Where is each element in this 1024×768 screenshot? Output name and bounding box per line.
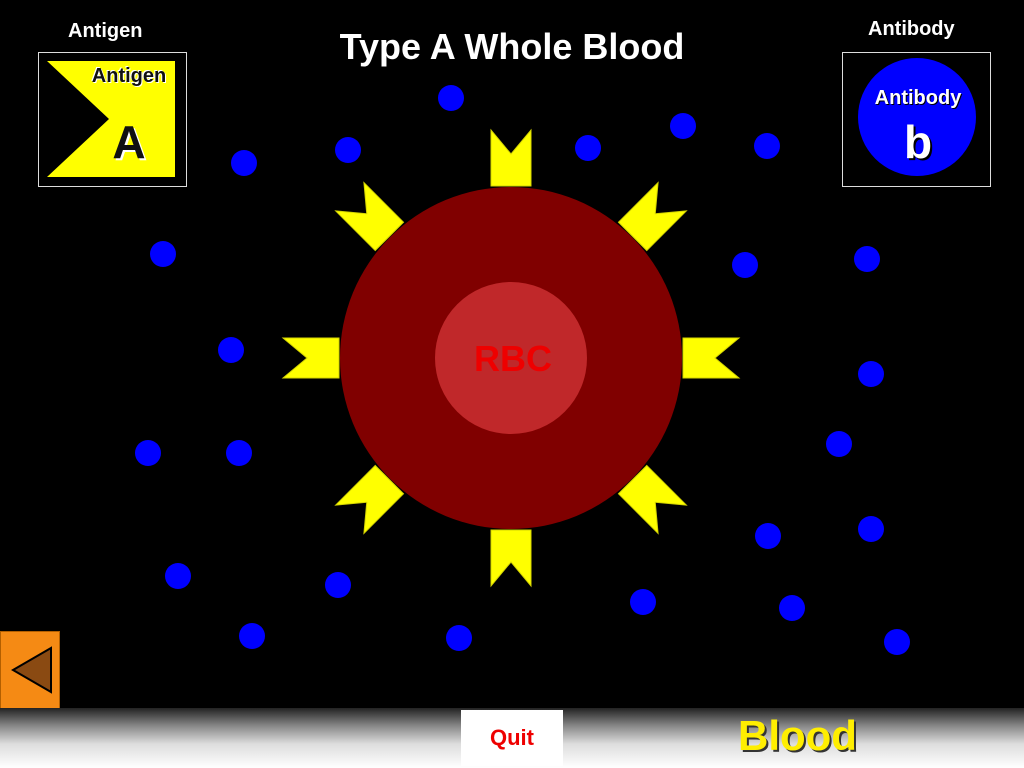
antibody-dot [630,589,656,615]
antibody-dot [135,440,161,466]
antibody-dot [335,137,361,163]
antibody-dot [575,135,601,161]
antibody-dot [218,337,244,363]
antigen-marker [490,128,532,187]
antibody-dot [325,572,351,598]
blood-scene [135,85,910,655]
antigen-heading: Antigen [68,20,143,42]
antibody-dot [226,440,252,466]
antibody-dot [165,563,191,589]
antigen-marker [490,529,532,588]
antibody-group [135,85,910,655]
antigen-marker [617,464,688,535]
antigen-legend-letter: A [112,116,146,168]
antibody-dot [670,113,696,139]
antibody-circle-icon [858,58,976,176]
antibody-dot [826,431,852,457]
antibody-legend-letter: b [903,116,933,168]
antigen-marker [682,337,741,379]
antibody-dot [150,241,176,267]
antigen-group [281,128,741,588]
antibody-dot [231,150,257,176]
page-title: Type A Whole Blood [339,26,685,67]
antigen-marker [334,464,405,535]
antibody-legend: Antibody b [842,52,991,187]
quit-button[interactable]: Quit [461,710,563,766]
antibody-dot [732,252,758,278]
antibody-dot [446,625,472,651]
antibody-dot [858,361,884,387]
rbc-label: RBC [474,338,552,379]
triangle-left-icon [11,646,52,694]
antibody-dot [754,133,780,159]
footer-brand: Blood [738,712,857,759]
antibody-heading: Antibody [868,18,955,40]
antibody-legend-label: Antibody [874,87,962,109]
antigen-marker [334,181,405,252]
antibody-dot [239,623,265,649]
antibody-dot [884,629,910,655]
antibody-dot [438,85,464,111]
antibody-dot [854,246,880,272]
antigen-shape-icon [47,61,175,177]
antigen-marker [281,337,340,379]
red-blood-cell-center [435,282,587,434]
antibody-dot [858,516,884,542]
antigen-marker [617,181,688,252]
antibody-dot [779,595,805,621]
back-button[interactable] [0,631,60,709]
antigen-legend-label: Antigen [91,65,167,87]
antibody-dot [755,523,781,549]
antigen-legend: Antigen A [38,52,187,187]
